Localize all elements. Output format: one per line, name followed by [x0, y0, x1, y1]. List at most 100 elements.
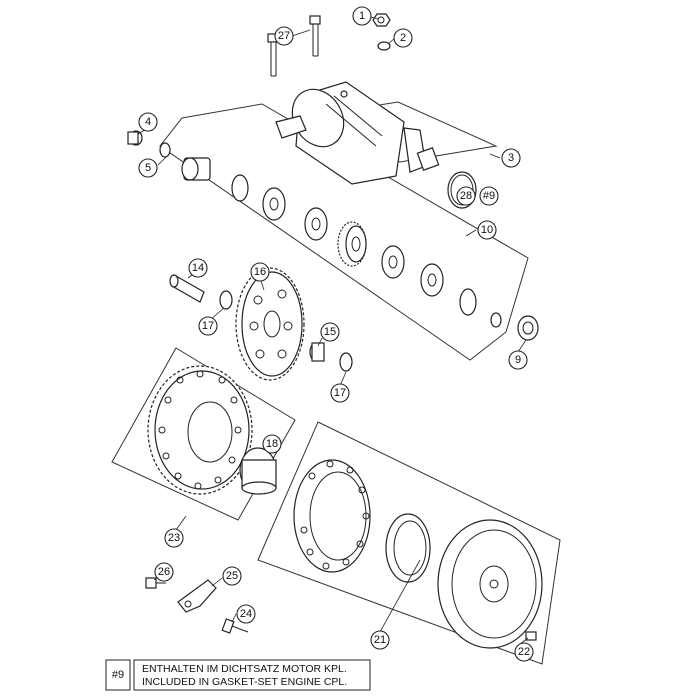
callout-bubbles: 1 2 27 3 28 #9 4 5 10 14 16 17 15 17 9 18 23 26 25 24 21 22 [138, 6, 534, 662]
callout-label: 4 [145, 116, 151, 128]
group-frame-flywheel [257, 421, 561, 665]
callout-24: 24 [236, 604, 256, 624]
mounting-bolt [309, 15, 321, 57]
callout-circle [164, 528, 184, 548]
legend-line-2: INCLUDED IN GASKET-SET ENGINE CPL. [142, 676, 347, 688]
callout-15: 15 [320, 322, 340, 342]
callout-circle [198, 316, 218, 336]
washer [219, 290, 233, 310]
callout-circle [222, 566, 242, 586]
callout-circle [274, 26, 294, 46]
callout-circle [154, 562, 174, 582]
legend-line-1: ENTHALTEN IM DICHTSATZ MOTOR KPL. [142, 663, 347, 675]
callout-circle [456, 186, 476, 206]
rotor [437, 519, 543, 649]
callout-circle [138, 112, 158, 132]
washer [490, 312, 502, 328]
washer [377, 41, 391, 51]
callout-23: 23 [164, 528, 184, 548]
needle-bearing [309, 342, 325, 362]
washer [339, 352, 353, 372]
callout-9: 9 [508, 350, 528, 370]
callout-circle [370, 630, 390, 650]
callout-label: 22 [518, 646, 530, 658]
callout-27: 27 [274, 26, 294, 46]
callout-label: 3 [508, 152, 514, 164]
callout-label: 17 [334, 387, 346, 399]
freewheel [293, 459, 371, 573]
callout-label: 26 [158, 566, 170, 578]
callout-label: 16 [254, 266, 266, 278]
washer [381, 245, 405, 279]
callout-label: #9 [483, 190, 495, 202]
callout-22: 22 [514, 642, 534, 662]
callout-17b: 17 [330, 383, 350, 403]
callout-label: 14 [192, 262, 204, 274]
callout-17a: 17 [198, 316, 218, 336]
lever [177, 579, 217, 613]
group-frame-ring-gear [111, 347, 296, 521]
callout-label: 10 [481, 224, 493, 236]
callout-circle [250, 262, 270, 282]
ring-gear [147, 365, 253, 495]
callout-circle [138, 158, 158, 178]
washer [420, 263, 444, 297]
callout-25: 25 [222, 566, 242, 586]
idler-gear [235, 267, 305, 381]
bushing [127, 130, 143, 146]
callout-label: 21 [374, 634, 386, 646]
callout-label: 9 [515, 354, 521, 366]
legend-tag: #9 [112, 669, 124, 681]
callout-circle [393, 28, 413, 48]
callout-10: 10 [477, 220, 497, 240]
washer [262, 187, 286, 221]
bolt [525, 631, 537, 641]
callout-label: 17 [202, 320, 214, 332]
callout-label: 23 [168, 532, 180, 544]
callout-4: 4 [138, 112, 158, 132]
callout-26: 26 [154, 562, 174, 582]
callout-label: 18 [266, 438, 278, 450]
bolt [145, 577, 166, 589]
bolt [221, 618, 249, 634]
callout-circle [188, 258, 208, 278]
callout-9a: #9 [479, 186, 499, 206]
bearing [517, 315, 539, 341]
callout-circle [479, 186, 499, 206]
callout-18: 18 [262, 434, 282, 454]
freewheel-hub [239, 447, 277, 495]
callout-16: 16 [250, 262, 270, 282]
group-frame-reduction-gears [159, 103, 529, 361]
callout-label: 28 [460, 190, 472, 202]
callout-1: 1 [352, 6, 372, 26]
callout-28: 28 [456, 186, 476, 206]
callout-3: 3 [501, 148, 521, 168]
callout-circle [477, 220, 497, 240]
shaft [169, 274, 205, 303]
callout-label: 5 [145, 162, 151, 174]
callout-circle [236, 604, 256, 624]
intermediate-gear [337, 221, 367, 267]
callout-circle [508, 350, 528, 370]
callout-label: 2 [400, 32, 406, 44]
pinion-gear [181, 157, 211, 181]
callout-21: 21 [370, 630, 390, 650]
callout-2: 2 [393, 28, 413, 48]
callout-label: 1 [359, 10, 365, 22]
callout-circle [262, 434, 282, 454]
washer [459, 288, 477, 316]
nut [372, 13, 391, 27]
washer [159, 142, 171, 158]
sleeve [385, 513, 431, 583]
callout-label: 25 [226, 570, 238, 582]
legend: #9 ENTHALTEN IM DICHTSATZ MOTOR KPL. INC… [105, 659, 371, 691]
callout-14: 14 [188, 258, 208, 278]
legend-tag-box [105, 659, 131, 691]
callout-circle [514, 642, 534, 662]
starter-motor [275, 81, 440, 185]
callout-circle [320, 322, 340, 342]
washer [231, 174, 249, 202]
callout-circle [330, 383, 350, 403]
callout-5: 5 [138, 158, 158, 178]
